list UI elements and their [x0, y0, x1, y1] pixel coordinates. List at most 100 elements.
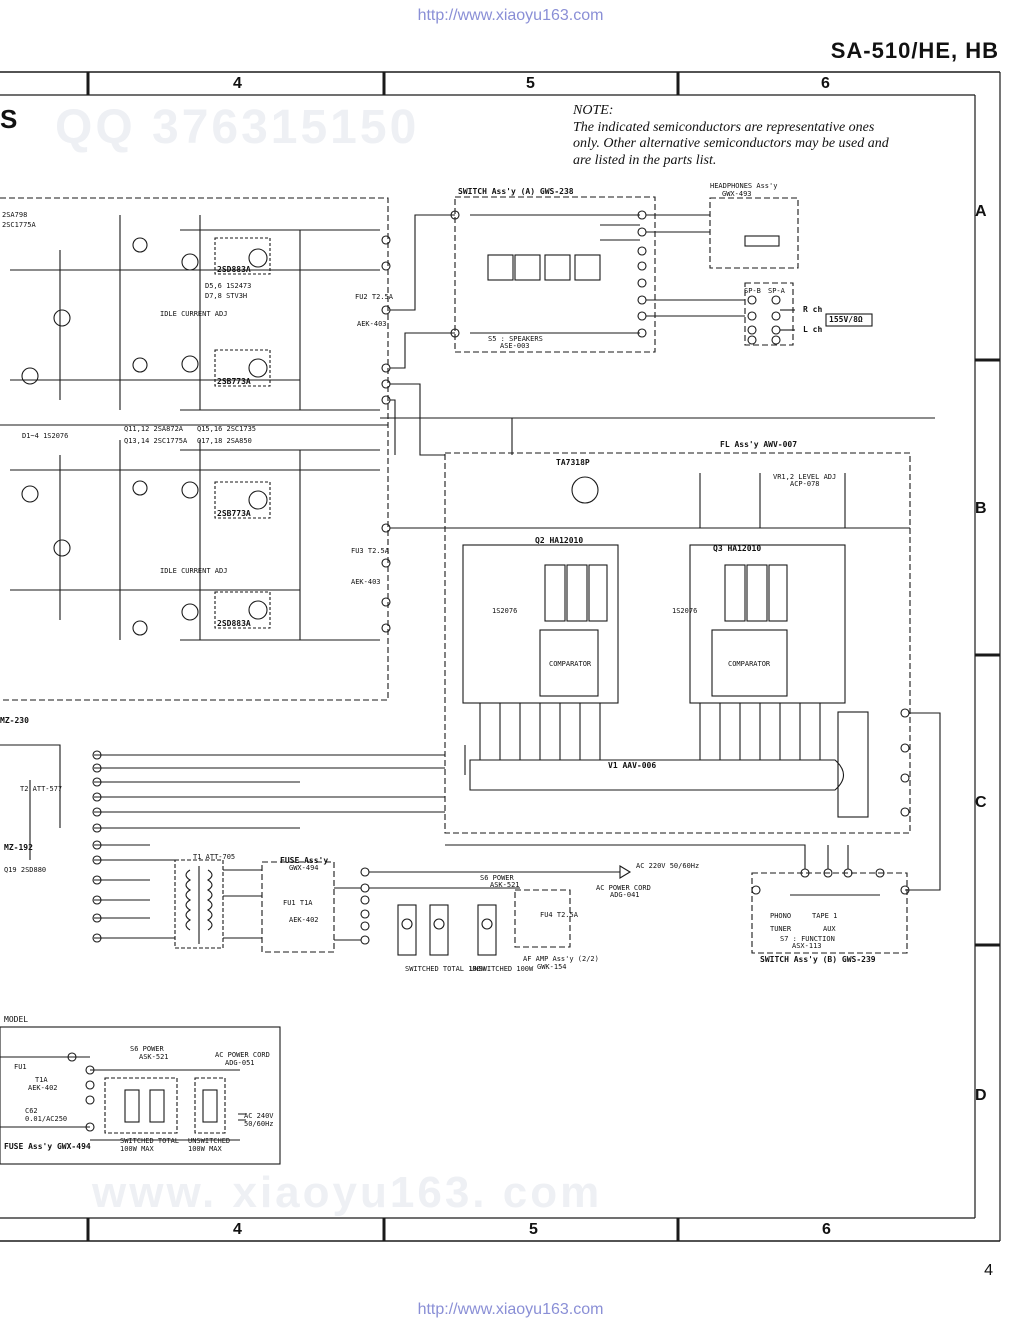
label-q11-12: Q11,12 2SA872A	[124, 425, 184, 433]
label-vr-adj: VR1,2 LEVEL ADJ	[773, 473, 837, 481]
label-phono: PHONO	[770, 912, 792, 920]
label-q-left-b: 2SC1775A	[2, 221, 36, 229]
label-fuse-code: GWX-494	[289, 864, 319, 872]
label-mz230: MZ-230	[0, 716, 29, 725]
label-box-c62: C62	[25, 1107, 38, 1115]
row-label-b: B	[975, 500, 987, 517]
note-block: NOTE: The indicated semiconductors are r…	[573, 103, 966, 169]
label-d56: D5,6 1S2473	[205, 282, 252, 290]
label-box-ac-cord: AC POWER CORD	[215, 1051, 270, 1059]
label-aek402: AEK-402	[289, 916, 319, 924]
label-box-ac240: AC 240V 50/60Hz	[244, 1112, 274, 1128]
label-box-fu1: FU1	[14, 1063, 27, 1071]
label-vr-code: ACP-078	[790, 480, 820, 488]
label-aek403-2: AEK-403	[351, 578, 381, 586]
label-q19: 2SD883A	[217, 265, 251, 274]
model-title: SA-510/HE, HB	[830, 38, 999, 63]
source-url-bottom[interactable]: http://www.xiaoyu163.com	[417, 1301, 604, 1318]
label-box-fuse: FUSE Ass'y GWX-494	[4, 1142, 91, 1151]
label-fu2: FU2 T2.5A	[355, 293, 393, 301]
label-headphones-code: GWX-493	[722, 190, 752, 198]
column-label-top-4: 4	[233, 75, 242, 92]
note-title: NOTE:	[573, 103, 614, 118]
section-letter: S	[0, 104, 18, 134]
label-s6-code: ASK-521	[490, 881, 520, 889]
source-url-top[interactable]: http://www.xiaoyu163.com	[417, 7, 604, 24]
label-mz192: MZ-192	[4, 843, 33, 852]
label-d1-4: D1~4 1S2076	[22, 432, 69, 440]
label-q2: Q2 HA12010	[535, 536, 584, 545]
label-af-code: GWK-154	[537, 963, 567, 971]
label-t2: T2 ATT-577	[20, 785, 63, 793]
label-aux: AUX	[823, 925, 836, 933]
label-box-s6: S6 POWER	[130, 1045, 164, 1053]
label-d1: 1S2076	[492, 607, 518, 615]
note-line-1: The indicated semiconductors are represe…	[573, 119, 875, 135]
label-q3: Q3 HA12010	[713, 544, 762, 553]
label-box-unswitched: UNSWITCHED 100W MAX	[188, 1137, 231, 1153]
label-box-s6-code: ASK-521	[139, 1053, 169, 1061]
column-label-bottom-6: 6	[822, 1221, 831, 1238]
label-fu3: FU3 T2.5A	[351, 547, 389, 555]
label-d2: 1S2076	[672, 607, 698, 615]
label-switch-b: SWITCH Ass'y (B) GWS-239	[760, 955, 876, 964]
label-fu4: FU4 T2.5A	[540, 911, 578, 919]
label-idle-adj-1: IDLE CURRENT ADJ	[160, 310, 228, 318]
label-sp-b: SP-B	[744, 287, 761, 295]
label-tape1: TAPE 1	[812, 912, 838, 920]
label-box-aek402: AEK-402	[28, 1084, 58, 1092]
label-q15-16: Q15,16 2SC1735	[197, 425, 257, 433]
watermark-qq: QQ 376315150	[55, 101, 420, 154]
label-model-box-title: MODEL	[4, 1015, 29, 1024]
watermark-site: www. xiaoyu163. com	[92, 1168, 603, 1217]
label-fu1: FU1 T1A	[283, 899, 313, 907]
label-af-amp: AF AMP Ass'y (2/2)	[523, 955, 599, 963]
label-fl-assy: FL Ass'y AWV-007	[720, 440, 798, 449]
label-speakers: S5 : SPEAKERS	[488, 335, 543, 343]
note-line-2: only. Other alternative semiconductors m…	[573, 136, 889, 151]
row-label-a: A	[975, 203, 987, 220]
label-v1: V1 AAV-006	[608, 761, 657, 770]
column-label-top-6: 6	[821, 75, 830, 92]
label-idle-adj-2: IDLE CURRENT ADJ	[160, 567, 228, 575]
label-rating: 155V/8Ω	[829, 315, 863, 324]
label-q22: 2SB773A	[217, 509, 251, 518]
label-t1: T1 ATT-705	[193, 853, 236, 861]
label-l-ch: L ch	[803, 325, 823, 334]
label-s7-code: ASX-113	[792, 942, 822, 950]
column-label-bottom-5: 5	[529, 1221, 538, 1238]
label-aek403-1: AEK-403	[357, 320, 387, 328]
label-r-ch: R ch	[803, 305, 823, 314]
label-q-left-a: 2SA798	[2, 211, 28, 219]
label-q19b: Q19 2SD880	[4, 866, 47, 874]
label-comparator-2: COMPARATOR	[728, 660, 771, 668]
label-ac-cord-code: ADG-041	[610, 891, 640, 899]
label-s7: S7 : FUNCTION	[780, 935, 835, 943]
label-sp-a: SP-A	[768, 287, 785, 295]
label-q17-18: Q17,18 2SA850	[197, 437, 252, 445]
label-q21: 2SB773A	[217, 377, 251, 386]
label-q13-14: Q13,14 2SC1775A	[124, 437, 188, 445]
label-switch-a: SWITCH Ass'y (A) GWS-238	[458, 187, 574, 196]
label-ta7318p: TA7318P	[556, 458, 590, 467]
label-s6: S6 POWER	[480, 874, 514, 882]
label-switched: SWITCHED TOTAL 100W	[405, 965, 486, 973]
label-fuse-assy: FUSE Ass'y	[280, 856, 329, 865]
column-label-bottom-4: 4	[233, 1221, 242, 1238]
page-number: 4	[984, 1262, 993, 1279]
label-tuner: TUNER	[770, 925, 792, 933]
label-box-c62-val: 0.01/AC250	[25, 1115, 68, 1123]
label-comparator-1: COMPARATOR	[549, 660, 592, 668]
label-speakers-code: ASE-003	[500, 342, 530, 350]
label-ac-cord: AC POWER CORD	[596, 884, 651, 892]
label-box-switched: SWITCHED TOTAL 100W MAX	[120, 1137, 180, 1153]
label-box-t1a: T1A	[35, 1076, 48, 1084]
label-d78: D7,8 STV3H	[205, 292, 248, 300]
label-q20: 2SD883A	[217, 619, 251, 628]
note-line-3: are listed in the parts list.	[573, 152, 717, 168]
label-unswitched: UNSWITCHED 100W	[470, 965, 534, 973]
row-label-c: C	[975, 794, 987, 811]
label-headphones: HEADPHONES Ass'y	[710, 182, 778, 190]
row-label-d: D	[975, 1087, 987, 1104]
